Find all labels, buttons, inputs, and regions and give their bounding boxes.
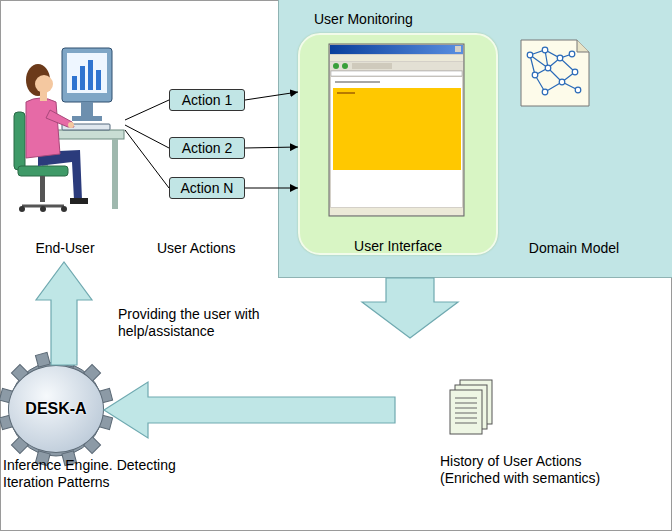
domain-model-icon-part <box>521 40 589 106</box>
browser-screenshot-part <box>330 62 463 70</box>
end-user-illustration-part <box>68 122 74 128</box>
end-user-illustration <box>14 48 124 212</box>
end-user-illustration-part <box>19 206 25 212</box>
domain-model-icon-part-part <box>557 55 563 61</box>
column-label: User Actions <box>157 240 236 257</box>
domain-model-icon-part-part <box>542 89 548 95</box>
end-user-illustration-part <box>81 102 93 116</box>
block-arrow <box>104 382 395 438</box>
document-stack-icon-part-part <box>455 403 477 404</box>
end-user-illustration-part <box>80 66 85 90</box>
end-user-illustration-part <box>40 92 47 101</box>
action-box: Action N <box>169 177 245 199</box>
end-user-illustration-part <box>72 116 102 121</box>
browser-screenshot-part <box>333 63 339 69</box>
block-arrow <box>362 278 458 338</box>
domain-model-icon-part-part <box>545 65 551 71</box>
document-stack-icon <box>450 380 492 434</box>
domain-model-icon-part-part <box>569 51 575 57</box>
end-user-illustration-part <box>72 76 77 90</box>
document-stack-icon-part-part <box>455 423 477 424</box>
connector-arrow <box>245 147 298 148</box>
end-user-illustration-part <box>14 112 25 170</box>
browser-screenshot-part <box>455 46 461 52</box>
end-user-illustration-part <box>112 139 118 209</box>
label-holder: User Actions <box>157 240 236 257</box>
edge-label: Providing the user with help/assistance <box>118 306 283 340</box>
domain-model-icon-part-part <box>559 79 565 85</box>
browser-screenshot-part <box>330 208 463 215</box>
browser-screenshot <box>329 44 464 216</box>
node-title: Domain Model <box>514 240 634 257</box>
end-user-illustration-part <box>61 206 67 212</box>
action-box: Action 2 <box>169 137 245 159</box>
node-title: Action N <box>181 179 234 197</box>
domain-model-icon-part-part <box>572 69 578 75</box>
node-caption: Inference Engine. Detecting Iteration Pa… <box>3 457 189 491</box>
browser-screenshot-part <box>352 63 392 69</box>
label-holder: Providing the user with help/assistance <box>118 306 283 340</box>
document-stack-icon-part <box>450 390 482 434</box>
document-stack-icon-part-part <box>455 418 477 419</box>
browser-screenshot-part <box>335 81 380 83</box>
connector-arrow <box>245 92 298 100</box>
end-user-illustration-part <box>67 53 107 93</box>
node-title: Action 1 <box>182 91 233 109</box>
browser-screenshot-part <box>342 63 348 69</box>
gear-icon-part <box>9 362 103 456</box>
end-user-illustration-part <box>18 166 68 176</box>
browser-screenshot-part <box>329 44 464 216</box>
connector-arrow <box>125 100 169 120</box>
end-user-illustration-part <box>88 60 93 90</box>
node-title: End-User <box>5 240 125 257</box>
node-title: History of User Actions (Enriched with s… <box>440 453 620 487</box>
end-user-illustration-part <box>70 198 88 204</box>
end-user-illustration-part <box>38 150 82 200</box>
node-title: User Monitoring <box>314 11 514 28</box>
domain-model-icon-part-part <box>542 47 548 53</box>
connector-arrow <box>125 130 169 188</box>
domain-model-icon-part <box>530 50 578 92</box>
browser-screenshot-part <box>331 77 462 207</box>
browser-screenshot-part <box>330 55 463 61</box>
domain-model-icon-part <box>577 40 589 52</box>
end-user-illustration-part <box>35 75 53 93</box>
domain-model-icon-part <box>527 47 581 95</box>
domain-model-icon <box>521 40 589 106</box>
node-title: DESK-A <box>9 400 103 418</box>
end-user-illustration-part <box>26 98 60 158</box>
domain-model-icon-part-part <box>575 87 581 93</box>
end-user-illustration-part <box>62 48 112 102</box>
end-user-illustration-part <box>40 206 46 212</box>
document-stack-icon-part-part <box>455 408 477 409</box>
document-stack-icon-part-part <box>455 413 477 414</box>
document-stack-icon-part <box>455 398 477 423</box>
browser-screenshot-part <box>337 92 355 94</box>
inference-engine-circle: DESK-AInference Engine. Detecting Iterat… <box>8 365 104 453</box>
node-title: Action 2 <box>182 139 233 157</box>
gear-icon <box>0 352 113 465</box>
connector-arrow <box>245 188 298 189</box>
connector-arrow <box>125 125 169 148</box>
action-box: Action 1 <box>169 89 245 111</box>
domain-model-icon-part-part <box>527 52 533 58</box>
document-stack-icon-part-part <box>455 398 477 399</box>
end-user-illustration-part <box>46 110 74 127</box>
end-user-illustration-part <box>40 176 45 202</box>
domain-model-icon-part-part <box>532 72 538 78</box>
browser-screenshot-part <box>330 45 463 54</box>
domain-model-icon-part-part <box>530 50 578 92</box>
browser-screenshot-part <box>333 88 461 170</box>
block-arrow <box>36 262 92 365</box>
browser-screenshot-part <box>331 71 462 76</box>
end-user-illustration-part <box>96 70 101 90</box>
node-title: User Interface <box>300 238 496 255</box>
